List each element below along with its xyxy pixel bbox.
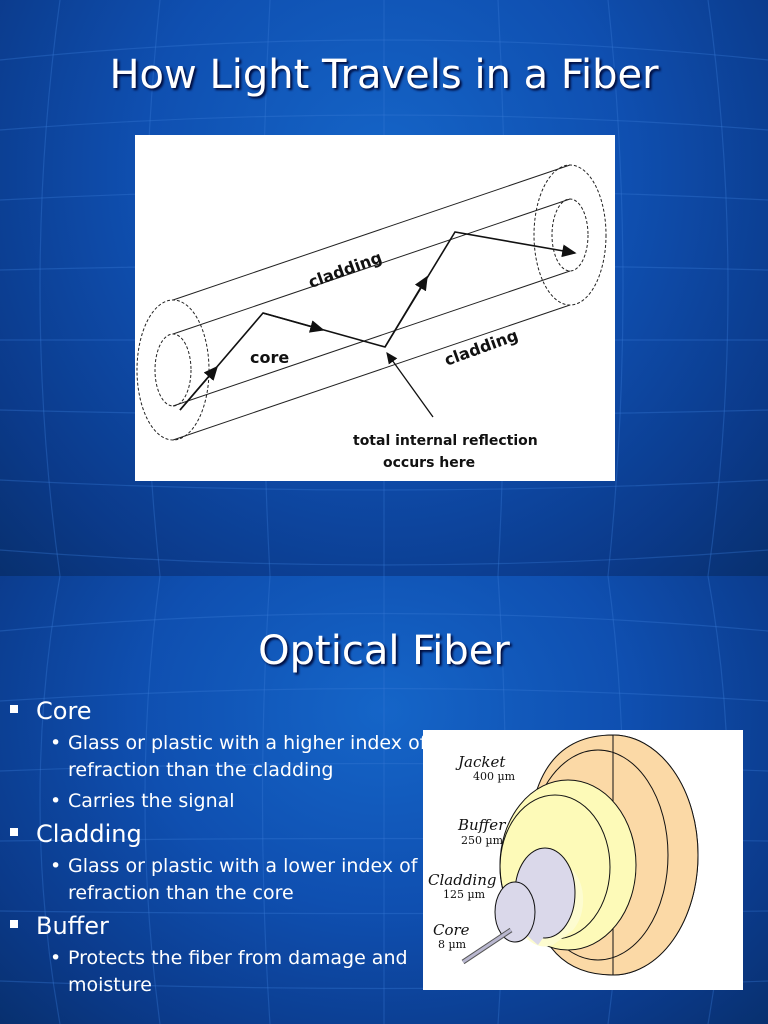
outer-cylinder-right-end (533, 164, 607, 306)
sub-bullet: •Carries the signal (10, 788, 430, 815)
bullet-core: Core (10, 696, 430, 726)
tir-label-line1: total internal reflection (353, 433, 538, 449)
cladding-top-label: cladding (306, 248, 385, 292)
square-bullet-icon (10, 705, 18, 713)
cladding-bottom-label: cladding (442, 325, 521, 369)
sub-bullet: •Glass or plastic with a higher index of… (50, 732, 427, 781)
jacket-label: Jacket (455, 753, 506, 771)
dot-bullet-icon: • (50, 790, 62, 812)
dot-bullet-icon: • (50, 947, 62, 969)
cladding-size: 125 µm (443, 888, 486, 901)
core-label: core (250, 348, 289, 367)
inner-cylinder-left-end (154, 333, 192, 407)
jacket-size: 400 µm (473, 770, 516, 783)
dot-bullet-icon: • (50, 855, 62, 877)
bullet-list: Core •Glass or plastic with a higher ind… (10, 694, 430, 1003)
outer-cylinder-left-end (136, 299, 210, 441)
slide-title: Optical Fiber (258, 628, 510, 674)
fiber-layers-diagram: Jacket 400 µm Buffer 250 µm Cladding 125… (423, 730, 743, 990)
square-bullet-icon (10, 920, 18, 928)
bullet-buffer: Buffer (10, 911, 430, 941)
dot-bullet-icon: • (50, 732, 62, 754)
bullet-cladding: Cladding (10, 819, 430, 849)
slide-2: Optical Fiber Core •Glass or plastic wit… (0, 576, 768, 1024)
buffer-size: 250 µm (461, 834, 504, 847)
cladding-label: Cladding (428, 871, 496, 889)
core-size: 8 µm (438, 938, 467, 951)
slide-1: How Light Travels in a Fiber (0, 0, 768, 576)
slide-title: How Light Travels in a Fiber (109, 52, 659, 98)
tir-label-line2: occurs here (383, 455, 475, 471)
sub-bullet: •Protects the fiber from damage and mois… (50, 947, 408, 996)
sub-bullet: •Glass or plastic with a lower index of … (50, 855, 418, 904)
fiber-light-path-diagram: cladding cladding core total internal re… (135, 135, 615, 481)
square-bullet-icon (10, 828, 18, 836)
core-label: Core (433, 921, 470, 939)
inner-cylinder-right-end (551, 198, 589, 272)
buffer-label: Buffer (457, 816, 506, 834)
